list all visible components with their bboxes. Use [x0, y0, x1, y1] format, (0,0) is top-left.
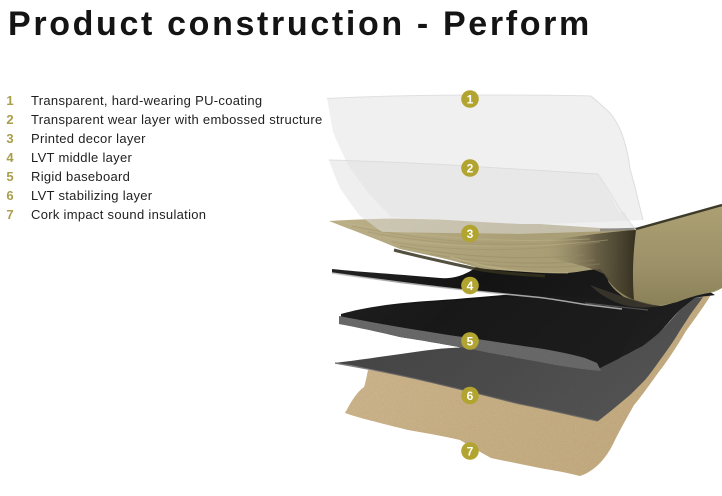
- svg-text:1: 1: [467, 93, 474, 107]
- svg-text:3: 3: [467, 227, 474, 241]
- svg-text:7: 7: [467, 445, 474, 459]
- svg-text:5: 5: [467, 335, 474, 349]
- svg-text:6: 6: [467, 389, 474, 403]
- svg-text:4: 4: [467, 279, 474, 293]
- svg-text:2: 2: [467, 162, 474, 176]
